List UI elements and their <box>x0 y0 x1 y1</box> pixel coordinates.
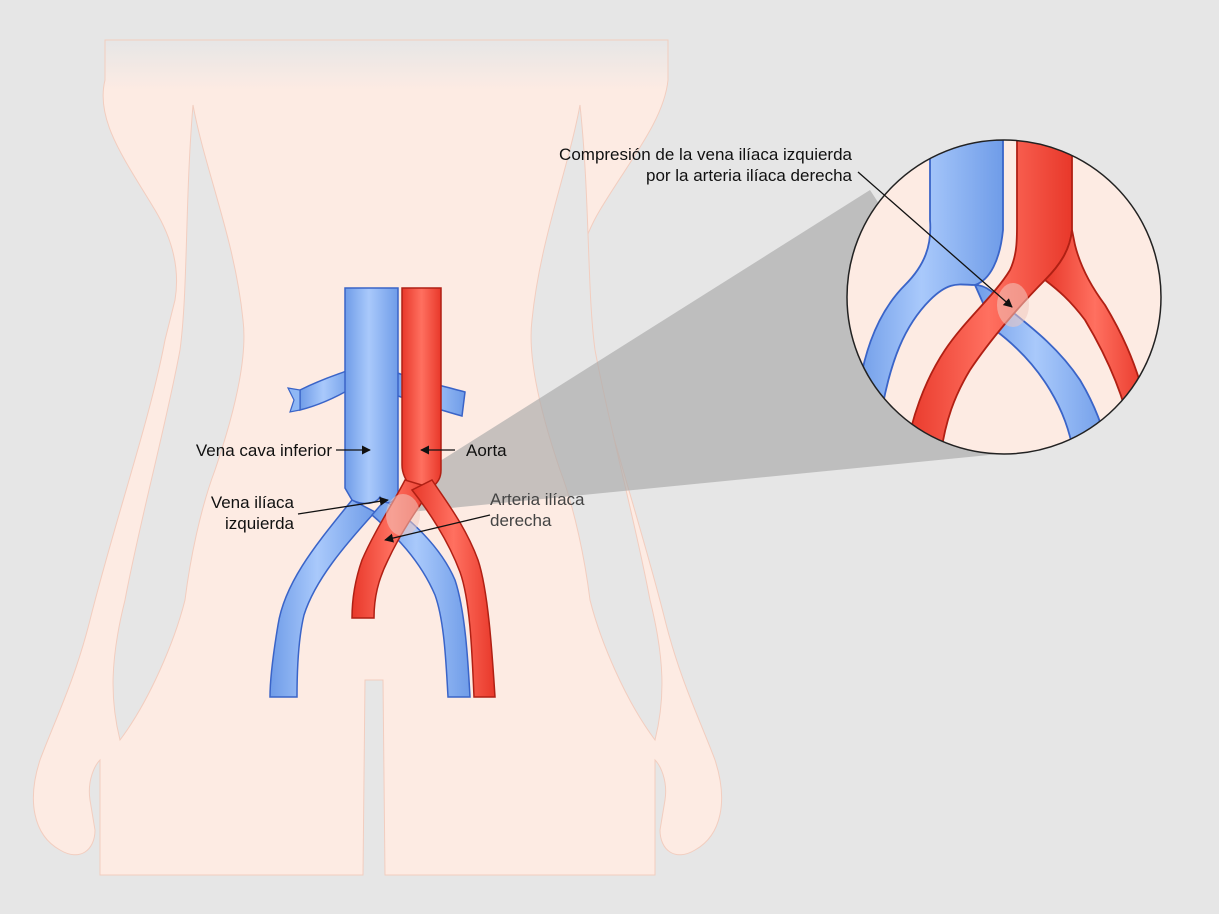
right-iliac-artery-arrow <box>384 514 491 543</box>
label-aorta: Aorta <box>466 441 507 460</box>
label-compression-line2: por la arteria ilíaca derecha <box>646 166 853 185</box>
right-iliac-vein <box>269 499 377 698</box>
label-left-iliac-vein-line2: izquierda <box>225 514 295 533</box>
zoom-left-iliac-artery <box>1043 229 1147 410</box>
label-right-iliac-artery-line1: Arteria ilíaca <box>490 490 585 509</box>
left-iliac-vein-arrow <box>297 496 389 515</box>
magnified-view <box>846 139 1162 455</box>
compression-arrow <box>857 171 1013 308</box>
left-arm-gap <box>112 104 245 742</box>
label-compression-line1: Compresión de la vena ilíaca izquierda <box>559 145 852 164</box>
zoom-compression-highlight <box>997 283 1029 327</box>
label-right-iliac-artery-line2: derecha <box>490 511 552 530</box>
label-left-iliac-vein-line1: Vena ilíaca <box>211 493 295 512</box>
zoom-right-iliac-vein <box>854 140 1004 421</box>
left-iliac-artery <box>410 479 496 698</box>
left-iliac-vein <box>370 498 471 698</box>
labels: Compresión de la vena ilíaca izquierda p… <box>196 145 853 533</box>
label-inferior-vena-cava: Vena cava inferior <box>196 441 332 460</box>
inferior-vena-cava <box>344 287 399 505</box>
leader-lines <box>297 171 1013 543</box>
aorta <box>401 287 442 489</box>
compression-highlight <box>386 494 420 536</box>
magnifier-circle-outline <box>846 139 1162 455</box>
